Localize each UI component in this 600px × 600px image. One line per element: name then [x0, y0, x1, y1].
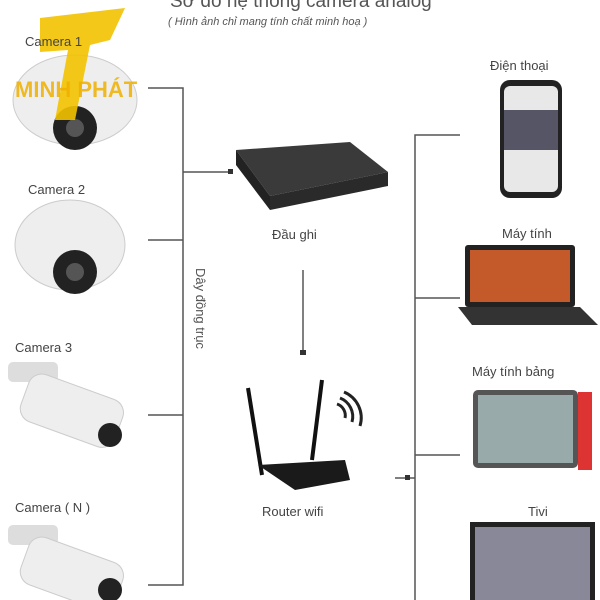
minh-phat-logo: MINH PHÁT	[15, 8, 138, 120]
device-phone-label: Điện thoại	[490, 58, 549, 73]
router-label: Router wifi	[262, 504, 324, 519]
device-tablet-label: Máy tính bảng	[472, 364, 555, 379]
svg-text:MINH PHÁT: MINH PHÁT	[15, 77, 138, 102]
phone-icon	[500, 80, 562, 198]
router-icon	[246, 379, 363, 490]
diagram-subtitle: ( Hình ảnh chỉ mang tính chất minh hoạ )	[168, 16, 368, 28]
tablet-icon	[473, 390, 592, 470]
diagram-title: Sơ đồ hệ thống camera analog	[170, 0, 432, 12]
recorder-label: Đầu ghi	[272, 227, 317, 242]
camera-bus-line	[148, 87, 184, 586]
tv-icon	[470, 522, 595, 600]
camera-n-icon	[8, 525, 124, 600]
device-bus-line	[395, 134, 460, 600]
wifi-icon	[336, 390, 363, 427]
camera-3-label: Camera 3	[15, 340, 73, 355]
cable-label: Dây đồng trục	[193, 268, 208, 349]
camera-2-icon	[14, 199, 126, 294]
camera-n-label: Camera ( N )	[15, 500, 91, 515]
camera-3-icon	[8, 362, 124, 448]
camera-1-label: Camera 1	[25, 34, 83, 49]
device-laptop-label: Máy tính	[502, 226, 552, 241]
camera-2-label: Camera 2	[28, 182, 86, 197]
recorder-icon	[236, 142, 388, 210]
laptop-icon	[458, 245, 598, 325]
device-tv-label: Tivi	[528, 504, 548, 519]
